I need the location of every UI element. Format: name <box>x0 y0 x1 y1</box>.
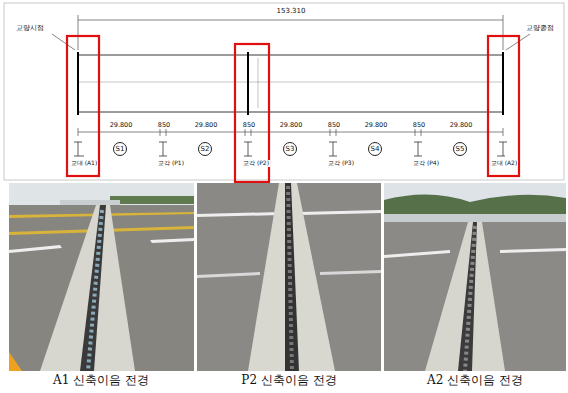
span-label: S4 <box>371 146 380 153</box>
span-label: S1 <box>116 146 125 153</box>
dimension-text: 850 <box>242 122 256 129</box>
photo-caption: A1 신축이음 전경 <box>53 374 149 387</box>
span-label: S3 <box>286 146 295 153</box>
span-circle: S3 <box>283 142 297 156</box>
dimension-text: 850 <box>157 122 171 129</box>
callout-text: 교량종점 <box>526 25 554 33</box>
pier-label: 교대 (A2) <box>490 160 519 167</box>
span-label: S2 <box>201 146 210 153</box>
photo-caption: A2 신축이음 전경 <box>427 374 523 387</box>
pier-label: 교대 (A1) <box>70 160 99 167</box>
pier-label: 교각 (P3) <box>327 160 355 167</box>
span-circle: S4 <box>368 142 382 156</box>
drawing-frame <box>4 3 564 180</box>
dimension-text: 29.800 <box>109 122 134 129</box>
span-circle: S1 <box>113 142 127 156</box>
dimension-text: 153.310 <box>276 8 307 16</box>
photo-caption: P2 신축이음 전경 <box>241 374 336 387</box>
dimension-text: 850 <box>327 122 341 129</box>
span-circle: S5 <box>453 142 467 156</box>
pier-symbol <box>74 142 507 156</box>
span-circle: S2 <box>198 142 212 156</box>
highlight-box <box>67 36 519 182</box>
span-dimension <box>78 128 503 136</box>
dimension-text: 29.800 <box>364 122 389 129</box>
callout-text: 교량시점 <box>16 25 44 33</box>
dimension-text: 29.800 <box>194 122 219 129</box>
span-label: S5 <box>456 146 465 153</box>
dimension-text: 29.800 <box>449 122 474 129</box>
photo-p2 <box>197 183 381 371</box>
dimension-text: 29.800 <box>279 122 304 129</box>
photo-a2 <box>384 183 566 371</box>
deck-plan <box>78 52 503 115</box>
photo-a1 <box>9 183 194 371</box>
pier-label: 교각 (P1) <box>157 160 185 167</box>
pier-label: 교각 (P2) <box>242 160 270 167</box>
dimension-line <box>78 20 503 21</box>
dimension-text: 850 <box>412 122 426 129</box>
pier-label: 교각 (P4) <box>412 160 440 167</box>
